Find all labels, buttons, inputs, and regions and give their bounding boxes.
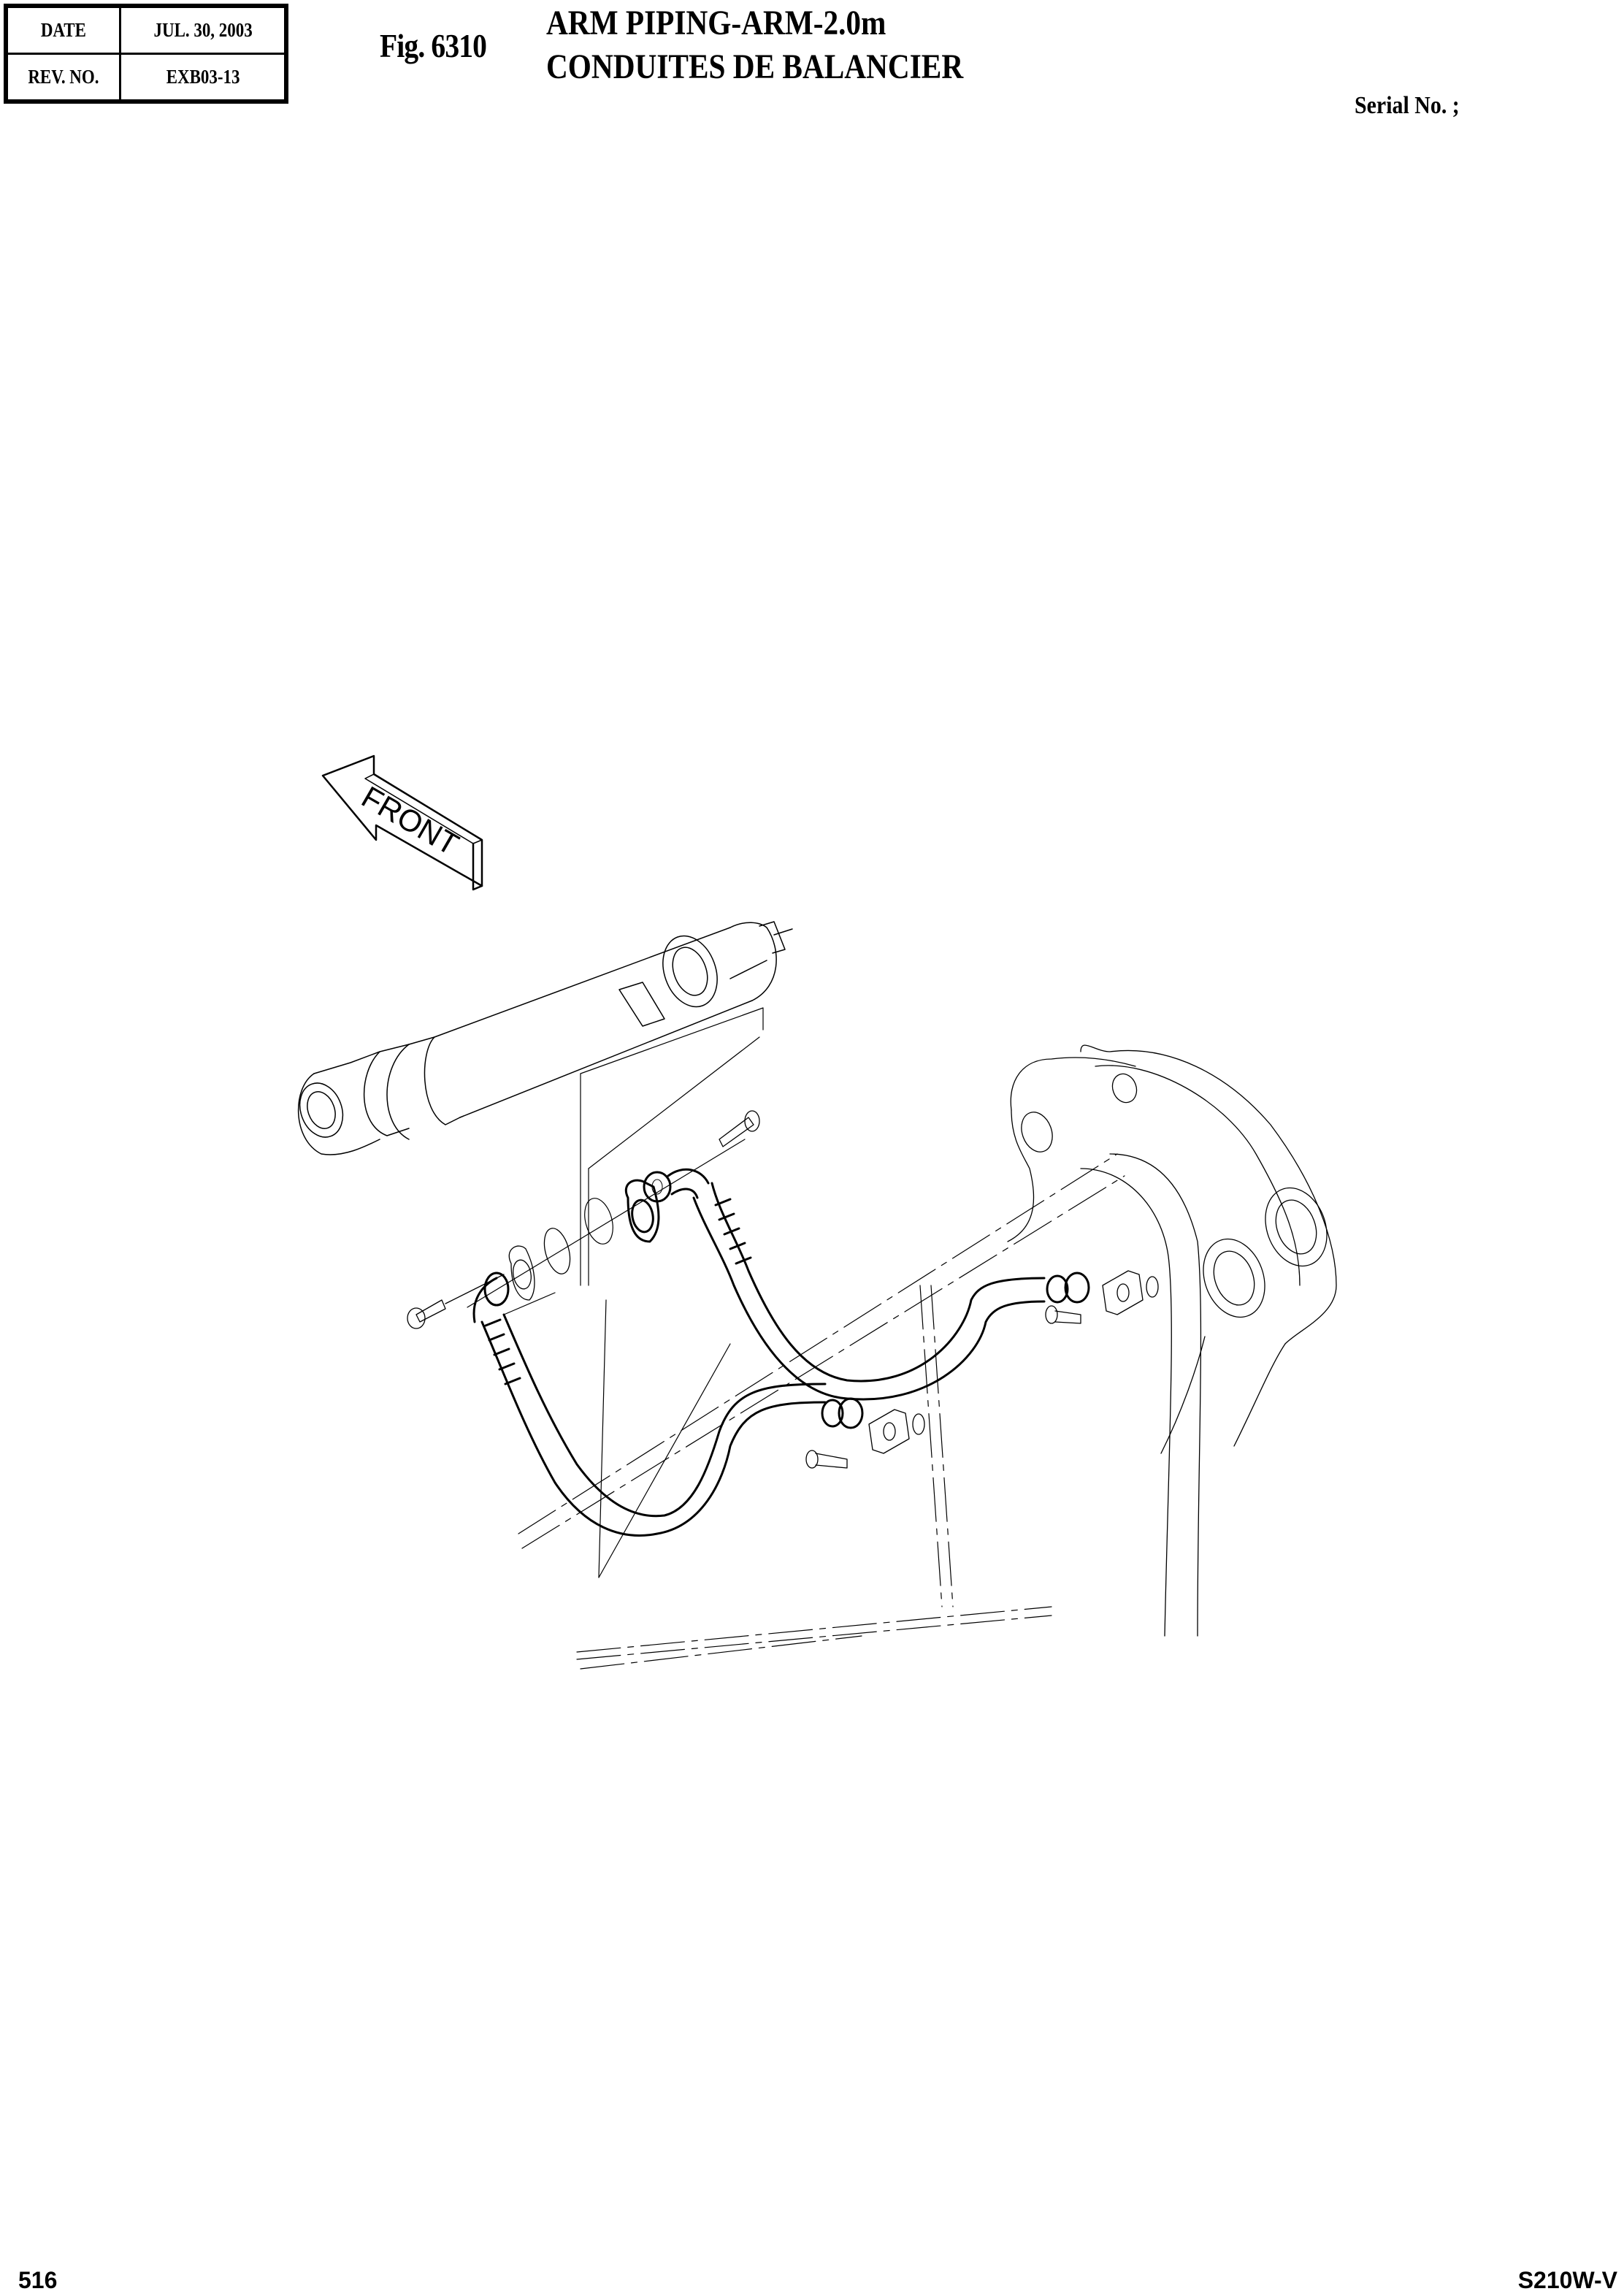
date-label: DATE: [13, 4, 113, 55]
serial-number-label: Serial No. ;: [1355, 92, 1460, 119]
figure-number: Fig. 6310: [380, 27, 487, 64]
bolt-left: [407, 1274, 505, 1329]
page-title-french: CONDUITES DE BALANCIER: [546, 47, 964, 86]
date-value: JUL. 30, 2003: [131, 4, 275, 55]
bolt-right-lower: [805, 1450, 848, 1469]
arm-plate-lines: [518, 1153, 1125, 1670]
page-title-english: ARM PIPING-ARM-2.0m: [546, 4, 886, 42]
upper-hose: [692, 1182, 1090, 1401]
rev-value: EXB03-13: [131, 53, 275, 103]
model-name: S210W-V: [1517, 2267, 1617, 2293]
bolt-right-upper: [1045, 1305, 1081, 1324]
revision-info-table: DATE JUL. 30, 2003 REV. NO. EXB03-13: [4, 4, 288, 104]
lower-hose: [480, 1313, 864, 1537]
arm-cylinder: [297, 921, 793, 1155]
front-arrow-icon: FRONT: [321, 754, 483, 891]
arm-bracket: [1007, 1044, 1337, 1637]
page-number: 516: [18, 2267, 58, 2293]
split-flange-lower: [472, 1228, 571, 1323]
leader-lines: [467, 1007, 764, 1578]
split-flange-upper: [584, 1168, 710, 1245]
bolt-upper: [719, 1110, 760, 1147]
flange-block-right: [868, 1270, 1159, 1454]
rev-label: REV. NO.: [13, 53, 113, 103]
front-arrow-label: FRONT: [356, 779, 465, 862]
